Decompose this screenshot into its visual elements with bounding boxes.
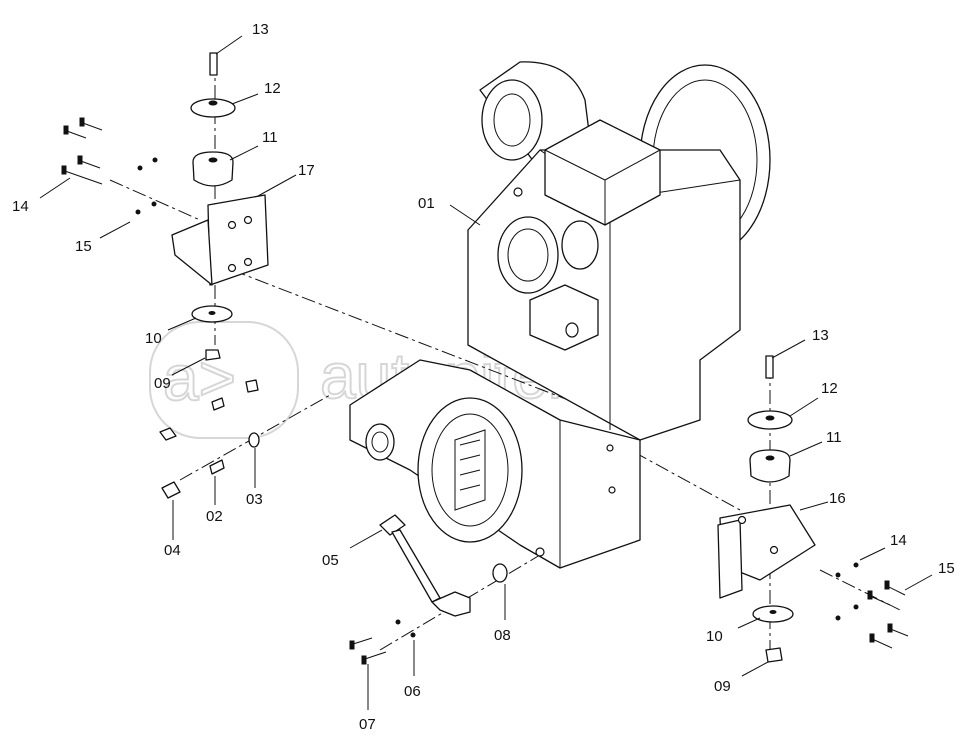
callout-11-right: 11	[826, 429, 842, 446]
gearbox-housing	[349, 61, 771, 569]
callout-07: 07	[359, 716, 376, 733]
watermark-logo-letter: a>	[163, 342, 236, 414]
callout-12-right: 12	[821, 380, 838, 397]
callout-05: 05	[322, 552, 339, 569]
washer-03	[248, 432, 260, 448]
nut-04	[161, 481, 181, 499]
callout-02: 02	[206, 508, 223, 525]
callout-11-left: 11	[262, 129, 278, 146]
left-hardware	[61, 52, 260, 499]
callout-01: 01	[418, 195, 435, 212]
nut-09-left	[205, 349, 221, 361]
right-hardware	[747, 355, 909, 663]
callout-16: 16	[829, 490, 846, 507]
callout-09-left: 09	[154, 375, 171, 392]
leader-lines	[39, 35, 933, 710]
right-mount-bracket	[717, 504, 816, 599]
callout-03: 03	[246, 491, 263, 508]
callout-13-right: 13	[812, 327, 829, 344]
callout-09-right: 09	[714, 678, 731, 695]
small-block	[529, 284, 599, 351]
cap-12-left	[190, 98, 236, 118]
left-mount-bracket	[171, 194, 269, 286]
callout-04: 04	[164, 542, 181, 559]
seal-08	[492, 563, 508, 583]
callout-10-right: 10	[706, 628, 723, 645]
callout-14-right: 14	[890, 532, 907, 549]
callout-17: 17	[298, 162, 315, 179]
control-box	[544, 119, 661, 226]
mount-11-right	[749, 449, 791, 483]
mount-11-left	[192, 151, 234, 187]
bolt-13-right	[765, 355, 774, 379]
bolt-13-left	[209, 52, 218, 76]
callout-08: 08	[494, 627, 511, 644]
front-bell	[417, 397, 523, 543]
callout-10-left: 10	[145, 330, 162, 347]
callout-06: 06	[404, 683, 421, 700]
stud-02	[209, 459, 225, 475]
oil-pipe-assembly	[349, 514, 508, 665]
callout-14-left: 14	[12, 198, 29, 215]
callout-12-left: 12	[264, 80, 281, 97]
callout-15-right: 15	[938, 560, 955, 577]
nut-09-right	[765, 647, 783, 663]
callout-13-left: 13	[252, 21, 269, 38]
callout-labels: 13 12 11 17 14 15 10 09 01 02 03 04 05 0…	[12, 21, 955, 733]
callout-15-left: 15	[75, 238, 92, 255]
